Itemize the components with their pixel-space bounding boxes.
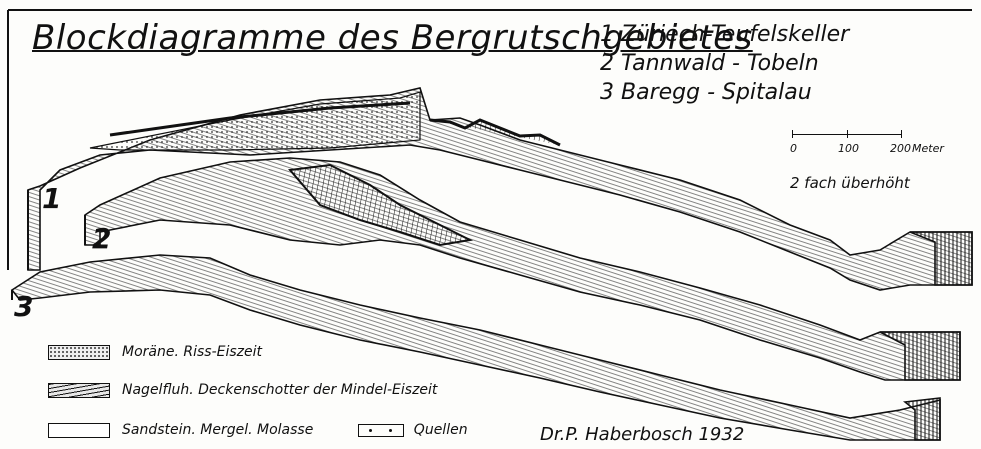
legend-moraine-label: Moräne. Riss-Eiszeit bbox=[122, 344, 262, 360]
sandstone-swatch-icon bbox=[48, 423, 110, 438]
block-label-2: 2 bbox=[92, 222, 111, 255]
author-credit: Dr.P. Haberbosch 1932 bbox=[540, 424, 744, 445]
legend-nagelfluh-label: Nagelfluh. Deckenschotter der Mindel-Eis… bbox=[122, 382, 437, 398]
block-label-1: 1 bbox=[42, 182, 61, 215]
legend-nagelfluh: Nagelfluh. Deckenschotter der Mindel-Eis… bbox=[48, 382, 437, 398]
legend-sandstone-label: Sandstein. Mergel. Molasse bbox=[122, 422, 313, 438]
block-label-3: 3 bbox=[14, 290, 33, 323]
springs-swatch-icon bbox=[358, 424, 404, 437]
nagelfluh-swatch-icon bbox=[48, 383, 110, 398]
legend-moraine: Moräne. Riss-Eiszeit bbox=[48, 344, 262, 360]
legend-springs-label: Quellen bbox=[414, 422, 468, 438]
moraine-swatch-icon bbox=[48, 345, 110, 360]
legend-sandstone: Sandstein. Mergel. Molasse Quellen bbox=[48, 422, 468, 438]
